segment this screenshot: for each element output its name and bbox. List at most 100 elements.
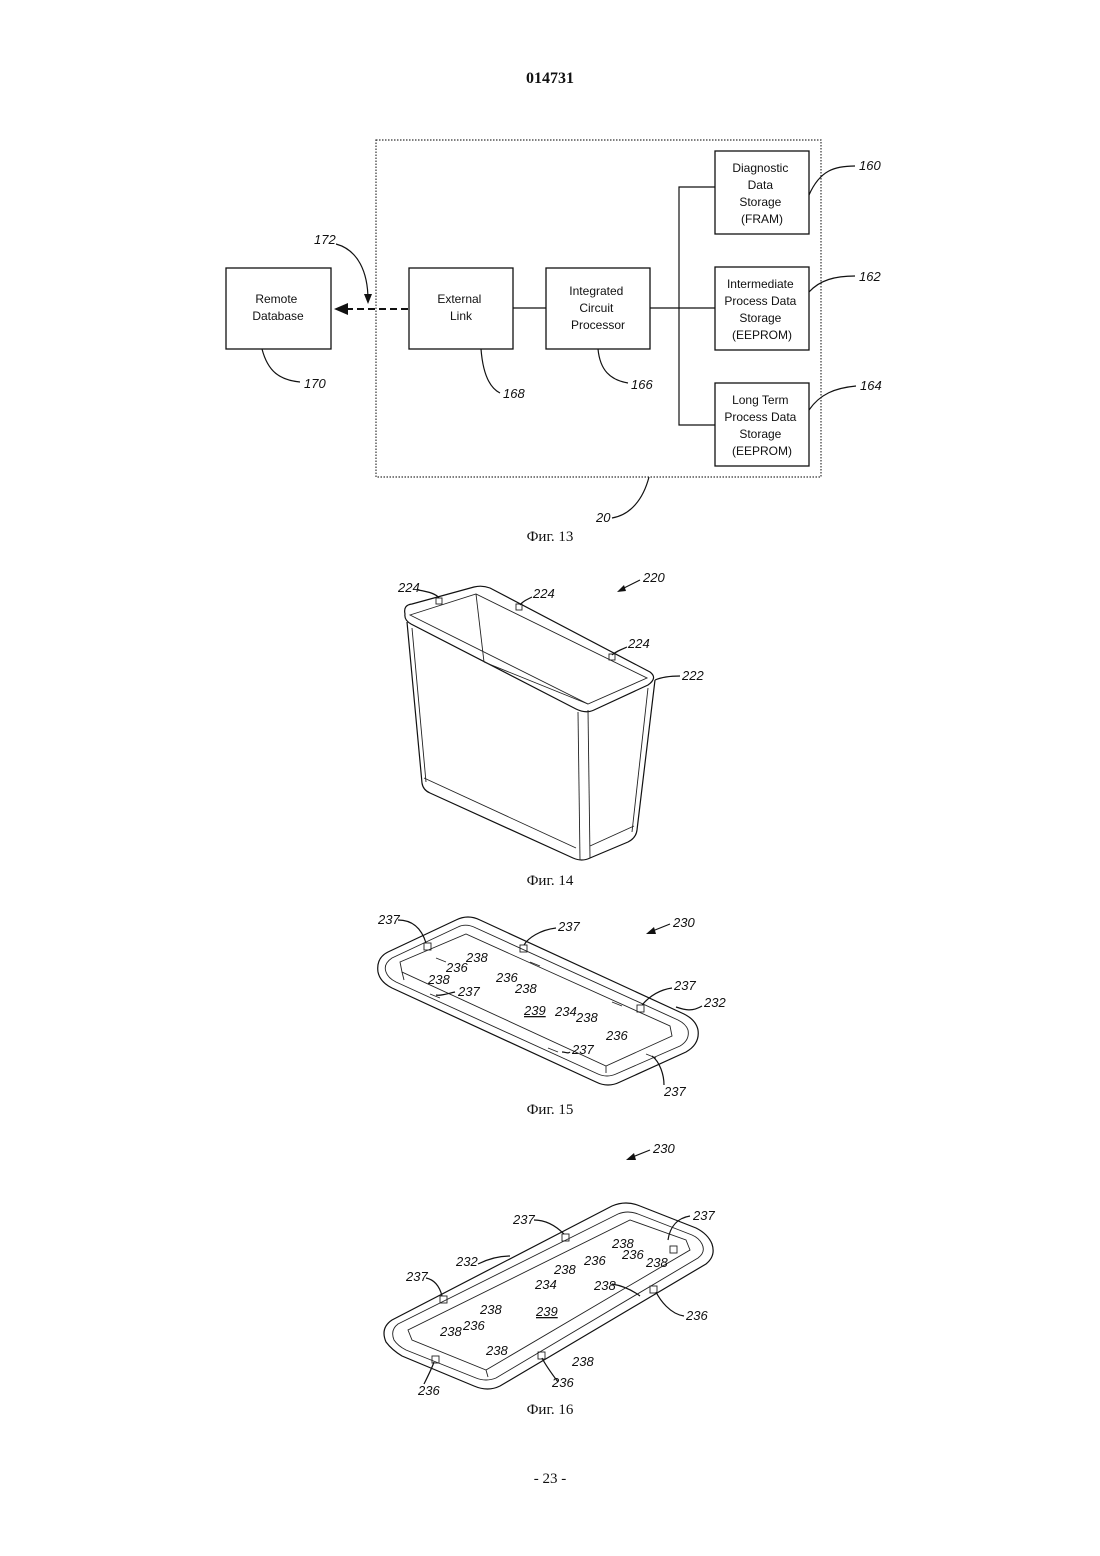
- left-corner-edge: [412, 628, 426, 782]
- leader-162: [809, 276, 855, 292]
- figure-15-frame: 237 237 237 237 237 237 232 230 236 238 …: [377, 912, 726, 1118]
- bottom-band: [424, 778, 576, 848]
- ref-220: 220: [642, 570, 665, 585]
- figure-16-frame: 230 237 237 237 232 238 236 238 236 238 …: [384, 1141, 715, 1418]
- ref16-238-f: 238: [439, 1324, 462, 1339]
- ref-239: 239: [523, 1003, 546, 1018]
- leader16-238: [612, 1284, 640, 1296]
- document-number: 014731: [526, 70, 574, 87]
- ref16-238-g: 238: [485, 1343, 508, 1358]
- ref16-236-c: 236: [462, 1318, 485, 1333]
- figure-13-block-diagram: Remote Database External Link Integrated…: [226, 140, 882, 545]
- leader16-237-c: [426, 1278, 442, 1296]
- ref-238-b: 238: [427, 972, 450, 987]
- leader-224-c: [612, 647, 627, 655]
- bottom-band-right: [590, 826, 634, 846]
- clip-237-c: [637, 1005, 644, 1012]
- ref16-234: 234: [534, 1277, 557, 1292]
- leader-222: [655, 676, 680, 680]
- ref16-238-e: 238: [479, 1302, 502, 1317]
- leader16-237-b: [668, 1216, 690, 1240]
- ref-237-e: 237: [663, 1084, 686, 1099]
- upload-arrow-head: [334, 303, 348, 315]
- ref16-230: 230: [652, 1141, 675, 1156]
- ref-237-c: 237: [673, 978, 696, 993]
- ref-224-c: 224: [627, 636, 650, 651]
- ref16-238-d: 238: [593, 1278, 616, 1293]
- ref-237-d: 237: [457, 984, 480, 999]
- tab-224-a: [436, 598, 442, 604]
- ref-162: 162: [859, 269, 881, 284]
- ref16-238-c: 238: [553, 1262, 576, 1277]
- clip16-a: [440, 1296, 447, 1303]
- clip16-d: [650, 1286, 657, 1293]
- leader-170: [262, 349, 300, 382]
- ref16-237-b: 237: [692, 1208, 715, 1223]
- ref-168: 168: [503, 386, 525, 401]
- ref-234: 234: [554, 1004, 577, 1019]
- clip16-c: [670, 1246, 677, 1253]
- ref-224-a: 224: [397, 580, 420, 595]
- ref16-236-d: 236: [685, 1308, 708, 1323]
- ref16-237-a: 237: [512, 1212, 535, 1227]
- leader-164: [809, 386, 856, 410]
- figure-16-caption: Фиг. 16: [527, 1402, 574, 1418]
- storage-bus-connector: [679, 187, 715, 425]
- ref-236-c: 236: [605, 1028, 628, 1043]
- ref-237-b: 237: [557, 919, 580, 934]
- ref-164: 164: [860, 378, 882, 393]
- leader-237-f: [562, 1052, 570, 1053]
- ref-20: 20: [595, 510, 611, 525]
- frame16-opening: [408, 1220, 690, 1370]
- clip16-f: [538, 1352, 545, 1359]
- leader-230-16-arrowhead: [626, 1153, 636, 1160]
- leader-168: [481, 349, 500, 393]
- leader-220-arrowhead: [617, 585, 626, 592]
- figure-14-caption: Фиг. 14: [527, 873, 574, 889]
- ref16-236-a: 236: [621, 1247, 644, 1262]
- ref-238-d: 238: [575, 1010, 598, 1025]
- rim-inner: [410, 594, 647, 704]
- ref16-236-f: 236: [551, 1375, 574, 1390]
- leader16-232: [478, 1256, 510, 1264]
- container-body: [407, 622, 655, 860]
- ref-230-15: 230: [672, 915, 695, 930]
- page-number: - 23 -: [534, 1471, 567, 1487]
- leader16-236-a: [656, 1292, 684, 1316]
- ref-237-f: 237: [571, 1042, 594, 1057]
- ref-238-a: 238: [465, 950, 488, 965]
- front-corner-edge: [578, 712, 580, 860]
- leader-20: [612, 477, 649, 518]
- ref-172: 172: [314, 232, 336, 247]
- ref-166: 166: [631, 377, 653, 392]
- ref-237-a: 237: [377, 912, 400, 927]
- ref16-238-h: 238: [571, 1354, 594, 1369]
- leader-224-b: [520, 597, 532, 605]
- ref16-236-b: 236: [583, 1253, 606, 1268]
- ref-238-c: 238: [514, 981, 537, 996]
- front-corner-edge-2: [588, 710, 590, 858]
- leader-224-a: [418, 590, 439, 598]
- leader-166: [598, 349, 628, 383]
- leader-237-e: [652, 1056, 664, 1085]
- ref-232: 232: [703, 995, 726, 1010]
- leader-160: [809, 166, 855, 195]
- frame16-depth: [486, 1370, 488, 1377]
- ref16-237-c: 237: [405, 1269, 428, 1284]
- ref-222: 222: [681, 668, 704, 683]
- leader-237-a: [398, 920, 426, 943]
- leader16-237-a: [534, 1220, 564, 1234]
- figure-15-caption: Фиг. 15: [527, 1102, 574, 1118]
- ref-160: 160: [859, 158, 881, 173]
- slot-e: [548, 1048, 558, 1052]
- leader-172: [336, 244, 368, 300]
- ref16-238-b: 238: [645, 1255, 668, 1270]
- leader-172-arrowhead: [364, 294, 372, 304]
- figure-13-caption: Фиг. 13: [527, 529, 574, 545]
- figure-14-container: 224 224 224 222 220 Фиг. 14: [397, 570, 704, 889]
- ref16-236-e: 236: [417, 1383, 440, 1398]
- ref-170: 170: [304, 376, 326, 391]
- inner-floor-edge: [484, 662, 588, 704]
